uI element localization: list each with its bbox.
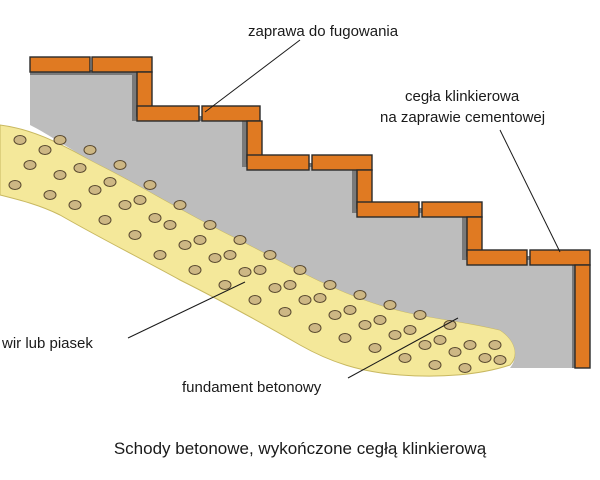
gravel-pebble bbox=[113, 160, 127, 170]
gravel-pebble bbox=[153, 250, 167, 260]
gravel-pebble bbox=[53, 135, 67, 145]
gravel-pebble bbox=[478, 353, 492, 363]
gravel-pebble bbox=[223, 250, 237, 260]
clinker-brick bbox=[136, 105, 200, 122]
label-gravel-or-sand: wir lub piasek bbox=[1, 335, 93, 352]
gravel-pebble bbox=[208, 253, 222, 263]
gravel-pebble bbox=[8, 180, 22, 190]
gravel-pebbles bbox=[8, 135, 507, 373]
clinker-bricks bbox=[29, 56, 591, 369]
gravel-pebble bbox=[353, 290, 367, 300]
gravel-pebble bbox=[163, 220, 177, 230]
concrete-foundation bbox=[30, 72, 575, 368]
gravel-pebble bbox=[248, 295, 262, 305]
gravel-pebble bbox=[68, 200, 82, 210]
gravel-pebble bbox=[493, 355, 507, 365]
gravel-pebble bbox=[38, 145, 52, 155]
clinker-brick bbox=[529, 249, 591, 266]
clinker-brick bbox=[356, 201, 420, 218]
gravel-pebble bbox=[178, 240, 192, 250]
clinker-brick bbox=[201, 105, 261, 122]
gravel-pebble bbox=[83, 145, 97, 155]
gravel-pebble bbox=[433, 335, 447, 345]
gravel-pebble bbox=[398, 353, 412, 363]
gravel-pebble bbox=[148, 213, 162, 223]
gravel-pebble bbox=[338, 333, 352, 343]
gravel-pebble bbox=[373, 315, 387, 325]
gravel-pebble bbox=[268, 283, 282, 293]
gravel-pebble bbox=[283, 280, 297, 290]
gravel-pebble bbox=[88, 185, 102, 195]
gravel-pebble bbox=[418, 340, 432, 350]
gravel-pebble bbox=[203, 220, 217, 230]
label-concrete-foundation: fundament betonowy bbox=[182, 379, 322, 396]
clinker-brick bbox=[311, 154, 373, 171]
gravel-pebble bbox=[263, 250, 277, 260]
gravel-pebble bbox=[253, 265, 267, 275]
gravel-pebble bbox=[238, 267, 252, 277]
gravel-pebble bbox=[188, 265, 202, 275]
clinker-brick bbox=[466, 249, 528, 266]
gravel-pebble bbox=[118, 200, 132, 210]
gravel-pebble bbox=[43, 190, 57, 200]
label-mortar-joint: zaprawa do fugowania bbox=[248, 23, 399, 40]
clinker-brick bbox=[421, 201, 483, 218]
gravel-pebble bbox=[193, 235, 207, 245]
gravel-pebble bbox=[413, 310, 427, 320]
label-clinker-brick: cegła klinkierowa bbox=[405, 88, 520, 105]
gravel-pebble bbox=[103, 177, 117, 187]
label-clinker-brick-mortar: na zaprawie cementowej bbox=[380, 109, 545, 126]
gravel-pebble bbox=[98, 215, 112, 225]
gravel-pebble bbox=[308, 323, 322, 333]
gravel-pebble bbox=[458, 363, 472, 373]
gravel-pebble bbox=[383, 300, 397, 310]
gravel-pebble bbox=[488, 340, 502, 350]
gravel-pebble bbox=[73, 163, 87, 173]
gravel-pebble bbox=[293, 265, 307, 275]
gravel-pebble bbox=[313, 293, 327, 303]
gravel-pebble bbox=[143, 180, 157, 190]
gravel-pebble bbox=[328, 310, 342, 320]
gravel-pebble bbox=[128, 230, 142, 240]
gravel-pebble bbox=[173, 200, 187, 210]
gravel-pebble bbox=[343, 305, 357, 315]
gravel-pebble bbox=[358, 320, 372, 330]
gravel-pebble bbox=[463, 340, 477, 350]
gravel-pebble bbox=[298, 295, 312, 305]
gravel-pebble bbox=[13, 135, 27, 145]
gravel-pebble bbox=[23, 160, 37, 170]
gravel-pebble bbox=[448, 347, 462, 357]
gravel-pebble bbox=[53, 170, 67, 180]
leader-line-mortar-joint bbox=[204, 39, 301, 113]
gravel-pebble bbox=[368, 343, 382, 353]
clinker-brick bbox=[29, 56, 91, 73]
gravel-pebble bbox=[388, 330, 402, 340]
clinker-brick bbox=[246, 154, 310, 171]
clinker-brick bbox=[91, 56, 153, 73]
leader-line-gravel bbox=[127, 281, 246, 339]
gravel-pebble bbox=[233, 235, 247, 245]
gravel-pebble bbox=[428, 360, 442, 370]
clinker-brick bbox=[574, 264, 591, 369]
gravel-pebble bbox=[278, 307, 292, 317]
gravel-pebble bbox=[443, 320, 457, 330]
diagram-caption: Schody betonowe, wykończone cegłą klinki… bbox=[114, 439, 487, 458]
leader-line-clinker-brick bbox=[499, 129, 561, 253]
gravel-pebble bbox=[323, 280, 337, 290]
gravel-pebble bbox=[133, 195, 147, 205]
leader-line-foundation bbox=[347, 317, 459, 379]
gravel-pebble bbox=[218, 280, 232, 290]
gravel-pebble bbox=[403, 325, 417, 335]
